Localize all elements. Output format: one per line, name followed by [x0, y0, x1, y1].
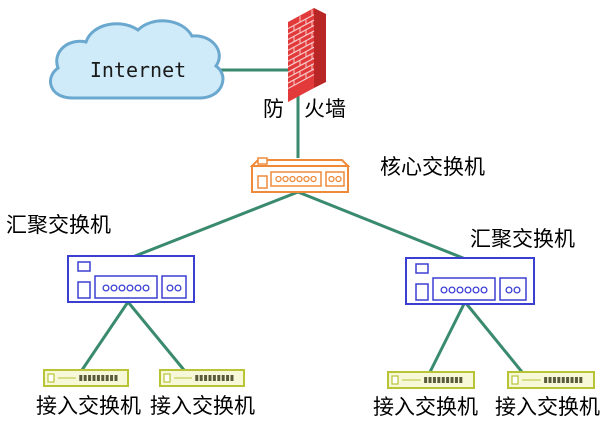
firewall-icon — [287, 8, 326, 102]
core-switch-icon — [249, 157, 351, 193]
aggregation-switch-right-label: 汇聚交换机 — [470, 227, 575, 251]
aggregation-switch-left-icon — [67, 255, 195, 303]
access-switch-2-icon — [159, 369, 245, 387]
firewall-label-1: 防 — [263, 97, 284, 121]
access-switch-4-label: 接入交换机 — [495, 395, 600, 419]
link-agg-left-access-2 — [126, 301, 186, 371]
aggregation-switch-left-label: 汇聚交换机 — [6, 213, 111, 237]
internet-cloud-icon: Internet — [48, 19, 225, 100]
access-switch-4-icon — [507, 371, 595, 389]
access-switch-3-icon — [387, 371, 475, 389]
access-switch-3-label: 接入交换机 — [373, 395, 478, 419]
link-core-agg-left — [129, 190, 299, 260]
link-agg-left-access-1 — [80, 301, 130, 371]
access-switch-1-icon — [43, 369, 129, 387]
core-switch-label: 核心交换机 — [380, 155, 485, 179]
links — [80, 68, 524, 373]
link-agg-right-access-3 — [428, 301, 467, 373]
internet-label: Internet — [90, 58, 186, 82]
firewall-label-2: 火墙 — [304, 97, 346, 121]
link-agg-right-access-4 — [463, 301, 524, 373]
aggregation-switch-right-icon — [405, 257, 535, 305]
link-core-agg-right — [297, 190, 469, 262]
firewall-brick-pattern — [287, 9, 315, 90]
access-switch-1-label: 接入交换机 — [36, 394, 141, 418]
access-switch-2-label: 接入交换机 — [150, 394, 255, 418]
